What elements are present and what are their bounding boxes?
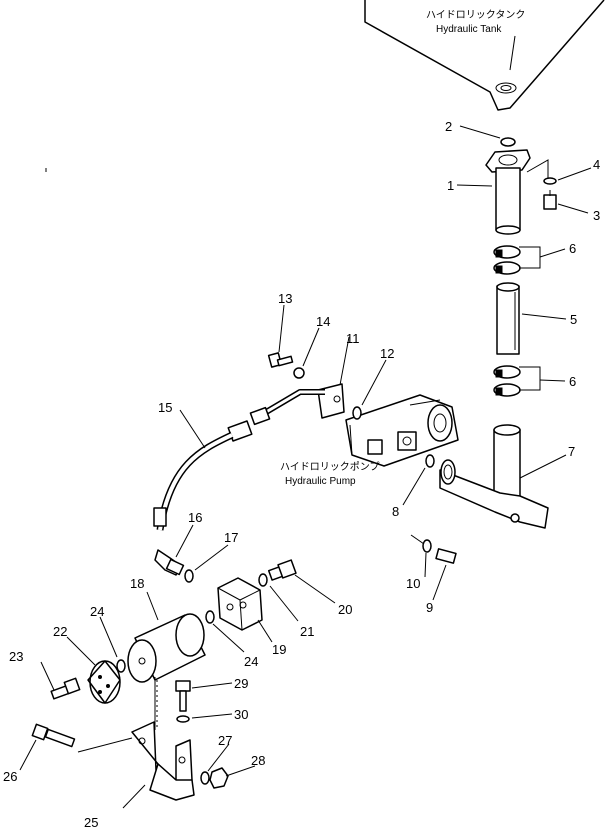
callout-27: 27: [218, 733, 232, 748]
washer-10: [422, 539, 432, 553]
callout-10: 10: [406, 576, 420, 591]
pump-label-en: Hydraulic Pump: [285, 476, 356, 487]
cap-22: [87, 660, 121, 704]
hose-clamps-6-upper: [493, 245, 521, 275]
callout-numbers: 2 1 4 3 6 5 6 7 8 10 9 13 14 11 12 15 16…: [3, 119, 600, 829]
hydraulic-pump: [345, 394, 459, 467]
callout-19: 19: [272, 642, 286, 657]
callout-7: 7: [568, 444, 575, 459]
callout-2: 2: [445, 119, 452, 134]
hose-15: [153, 389, 325, 531]
bolt-23: [50, 677, 81, 700]
callout-24-right: 24: [244, 654, 258, 669]
callout-26: 26: [3, 769, 17, 784]
pump-label-jp: ハイドロリックポンプ: [280, 461, 380, 473]
callout-14: 14: [316, 314, 330, 329]
callout-16: 16: [188, 510, 202, 525]
suction-pipe-1: [485, 149, 549, 235]
callout-5: 5: [570, 312, 577, 327]
hose-clamps-6-lower: [493, 365, 521, 397]
callout-8: 8: [392, 504, 399, 519]
callout-18: 18: [130, 576, 144, 591]
bolt-29: [175, 680, 191, 712]
filter-18: [127, 613, 206, 683]
hydraulic-tank: [364, 0, 605, 111]
bolt-9: [410, 534, 457, 564]
elbow-fitting-16: [154, 549, 185, 576]
washer-27: [200, 771, 210, 785]
callout-23: 23: [9, 649, 23, 664]
bolt-3: [543, 190, 557, 210]
block-19: [217, 577, 263, 631]
callout-28: 28: [251, 753, 265, 768]
callout-30: 30: [234, 707, 248, 722]
callout-20: 20: [338, 602, 352, 617]
tank-label-jp: ハイドロリックタンク: [426, 9, 525, 21]
bolt-20: [267, 559, 297, 581]
callout-15: 15: [158, 400, 172, 415]
o-ring-2: [500, 137, 516, 147]
o-ring-17: [184, 569, 194, 583]
nut-28: [209, 767, 229, 789]
bolt-13: [267, 352, 294, 368]
callout-1: 1: [447, 178, 454, 193]
callout-4: 4: [593, 157, 600, 172]
callout-6-upper: 6: [569, 241, 576, 256]
washer-4: [543, 177, 557, 185]
callout-9: 9: [426, 600, 433, 615]
o-ring-12: [352, 406, 362, 420]
hose-5: [496, 282, 520, 355]
o-ring-8: [425, 454, 435, 468]
callout-22: 22: [53, 624, 67, 639]
callout-25: 25: [84, 815, 98, 829]
callout-29: 29: [234, 676, 248, 691]
callout-12: 12: [380, 346, 394, 361]
callout-17: 17: [224, 530, 238, 545]
leader-lines: [19, 125, 592, 809]
callout-6-lower: 6: [569, 374, 576, 389]
tank-label-en: Hydraulic Tank: [436, 24, 502, 35]
bolt-26: [31, 723, 76, 748]
elbow-tube-7: [439, 424, 549, 529]
bracket-25: [131, 721, 195, 801]
o-ring-24-left: [116, 659, 126, 673]
callout-3: 3: [593, 208, 600, 223]
callout-24-left: 24: [90, 604, 104, 619]
washer-21: [258, 573, 268, 587]
o-ring-24-right: [205, 610, 215, 624]
callout-13: 13: [278, 291, 292, 306]
callout-11: 11: [346, 331, 360, 346]
washer-30: [176, 715, 190, 723]
callout-21: 21: [300, 624, 314, 639]
washer-14: [293, 367, 305, 379]
